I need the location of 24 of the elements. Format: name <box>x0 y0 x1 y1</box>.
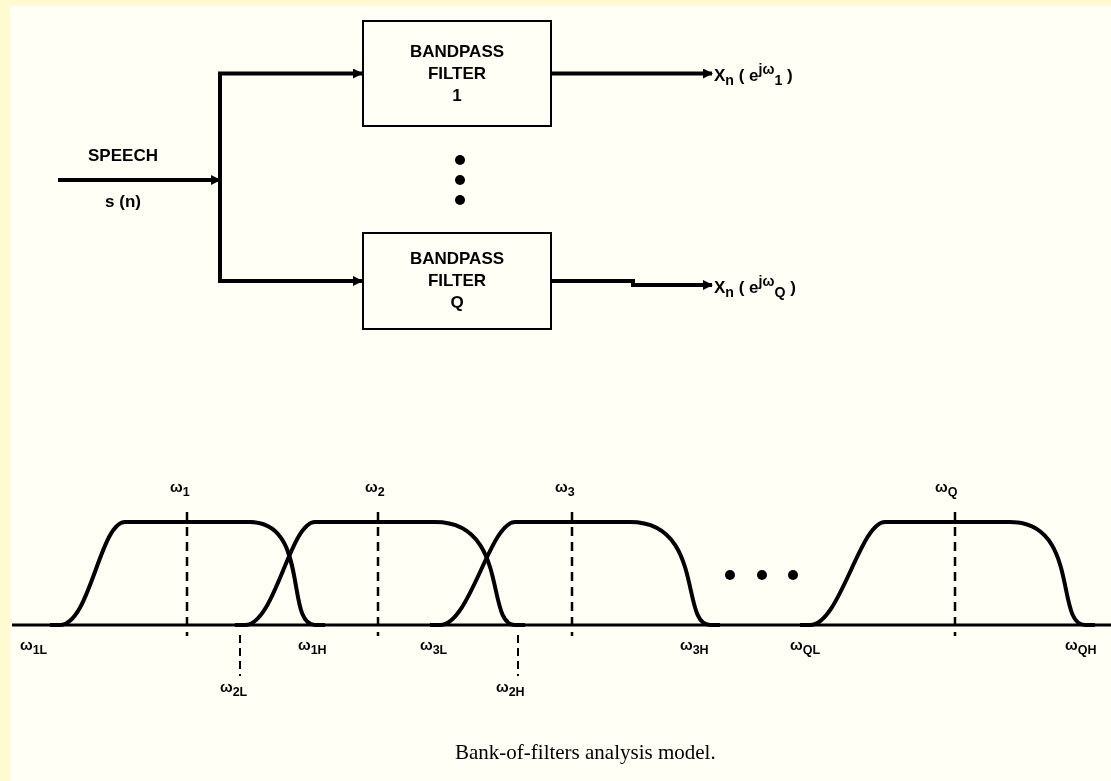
frequency-label: ω$_{3L}$ <box>420 636 448 657</box>
filter-box: BANDPASS FILTER Q <box>362 232 552 330</box>
caption: Bank-of-filters analysis model. <box>455 740 716 765</box>
arrow <box>58 175 221 185</box>
frequency-label: ω$_{3}$ <box>555 478 575 499</box>
output-label: X$_{n}$ ( e$^{jω}$$_{Q}$ ) <box>714 273 796 301</box>
filter-box: BANDPASS FILTER 1 <box>362 20 552 127</box>
arrow <box>552 279 713 290</box>
frequency-label: ω$_{1H}$ <box>298 636 327 657</box>
frequency-label: ω$_{2L}$ <box>220 678 248 699</box>
frequency-label: ω$_{1}$ <box>170 478 190 499</box>
frequency-label: ω$_{QL}$ <box>790 636 821 657</box>
input-label: SPEECH <box>88 146 158 166</box>
arrow <box>552 68 713 79</box>
frequency-label: ω$_{2H}$ <box>496 678 525 699</box>
frequency-label: ω$_{2}$ <box>365 478 385 499</box>
frequency-label: ω$_{1L}$ <box>20 636 48 657</box>
frequency-label: ω$_{Q}$ <box>935 478 958 499</box>
signal-label: s (n) <box>105 192 141 212</box>
frequency-label: ω$_{3H}$ <box>680 636 709 657</box>
frequency-label: ω$_{QH}$ <box>1065 636 1097 657</box>
arrow <box>218 68 363 180</box>
arrow <box>218 180 363 286</box>
output-label: X$_{n}$ ( e$^{jω}$$_{1}$ ) <box>714 61 793 89</box>
